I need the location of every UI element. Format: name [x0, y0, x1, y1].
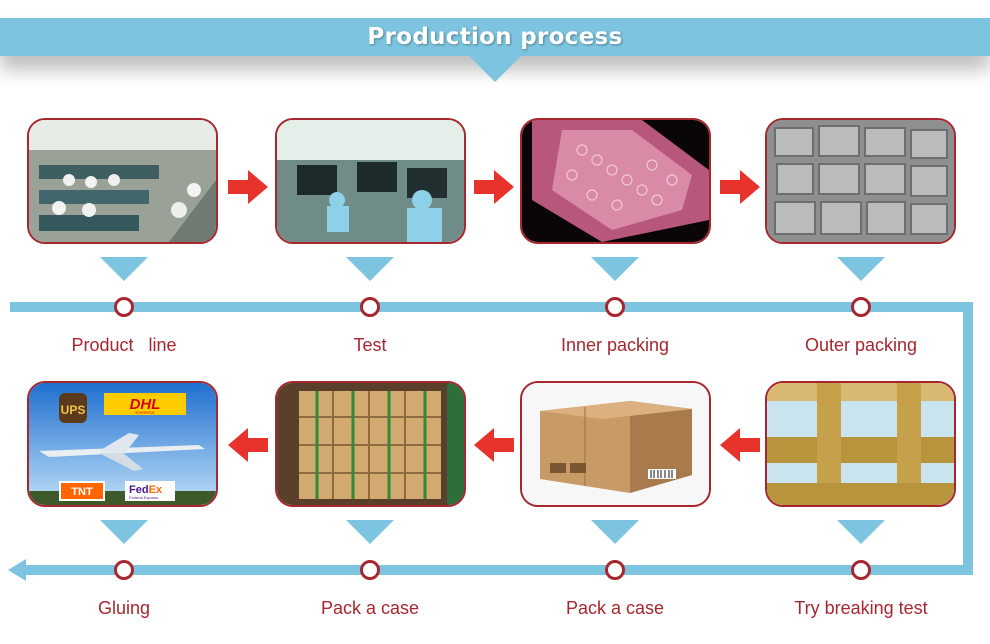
step-marker	[851, 297, 871, 317]
card-pointer	[591, 257, 639, 281]
step-marker	[114, 297, 134, 317]
photo-production-line	[27, 118, 218, 244]
photo-shipping-logos: UPS DHL EXPRESS TNT FedEx Federal Expres…	[27, 381, 218, 507]
page-title: Production process	[367, 24, 623, 50]
step-label: Gluing	[97, 598, 151, 618]
photo-pack-a-case-box	[520, 381, 711, 507]
card-pointer	[837, 520, 885, 544]
step-label: Try breaking test	[794, 598, 928, 618]
tnt-logo: TNT	[71, 486, 93, 498]
svg-text:FedEx: FedEx	[129, 484, 163, 496]
step-label: Pack a case	[320, 598, 420, 618]
card-pointer	[591, 520, 639, 544]
arrow-left-icon	[228, 428, 268, 462]
photo-inner-packing	[520, 118, 711, 244]
arrow-right-icon	[720, 170, 760, 204]
photo-outer-packing	[765, 118, 956, 244]
card-pointer	[346, 257, 394, 281]
fedex-logo-sub: Federal Express	[129, 495, 158, 500]
arrow-left-icon	[474, 428, 514, 462]
step-marker	[360, 560, 380, 580]
arrow-left-icon	[720, 428, 760, 462]
card-pointer	[100, 257, 148, 281]
step-label: Inner packing	[560, 335, 670, 355]
dhl-logo: DHL	[130, 396, 161, 413]
arrow-right-icon	[474, 170, 514, 204]
title-banner: Production process	[0, 18, 990, 56]
dhl-logo-sub: EXPRESS	[136, 410, 155, 415]
step-marker	[605, 560, 625, 580]
card-pointer	[100, 520, 148, 544]
card-pointer	[837, 257, 885, 281]
step-marker	[114, 560, 134, 580]
photo-try-breaking-test	[765, 381, 956, 507]
step-marker	[360, 297, 380, 317]
step-label: Pack a case	[565, 598, 665, 618]
fedex-logo-ex: Ex	[149, 484, 163, 496]
step-marker	[605, 297, 625, 317]
step-label: Test	[353, 335, 387, 355]
step-label: Outer packing	[804, 335, 918, 355]
card-pointer	[346, 520, 394, 544]
photo-pack-a-case-pallet	[275, 381, 466, 507]
arrow-right-icon	[228, 170, 268, 204]
ups-logo: UPS	[61, 403, 86, 417]
banner-pointer	[469, 56, 521, 82]
step-label: Product line	[71, 335, 177, 355]
photo-test	[275, 118, 466, 244]
step-marker	[851, 560, 871, 580]
fedex-logo-fed: Fed	[129, 484, 149, 496]
